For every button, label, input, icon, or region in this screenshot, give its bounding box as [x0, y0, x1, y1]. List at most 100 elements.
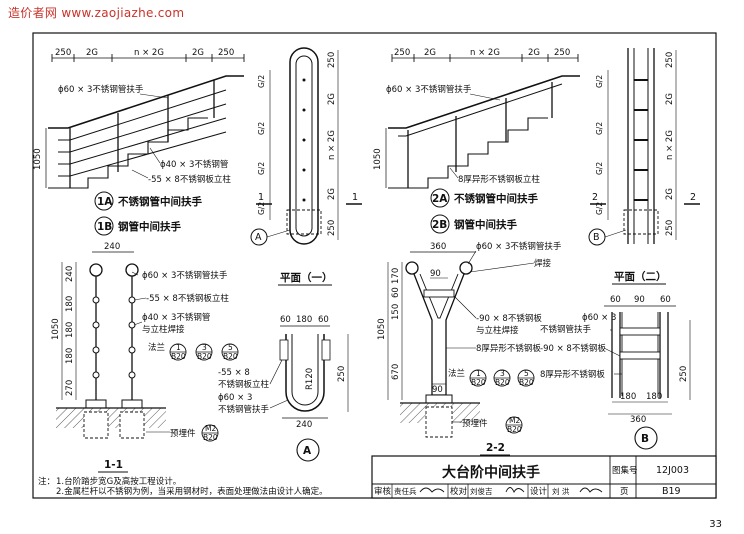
design-name: 刘 洪 — [552, 486, 570, 496]
section-2-2: 360 90 90 1050 170 60 150 670 ϕ60 × 3不锈钢… — [377, 241, 562, 456]
atlas-label: 图集号 — [612, 465, 638, 476]
dim-2g: 2G — [528, 48, 540, 58]
note-1: 1.台阶踏步宽G及高按工程设计。 — [56, 476, 181, 487]
page-label: 页 — [620, 487, 629, 497]
dim-2g: 2G — [665, 93, 675, 105]
detail-tag-b: B — [593, 232, 600, 243]
dim-90: 90 — [432, 385, 443, 395]
label-flange: 法兰 — [448, 368, 465, 379]
elevation-2a: 250 2G n × 2G 2G 250 1050 ϕ60 × 3不锈钢管扶手 … — [373, 48, 580, 234]
dim-180: 180 — [646, 392, 662, 402]
page-number: 33 — [709, 519, 722, 530]
ref-5: 5 — [524, 369, 529, 378]
dim-g2: G/2 — [257, 75, 266, 88]
dim-n2g: n × 2G — [665, 130, 675, 160]
dim-90: 90 — [634, 295, 645, 305]
label-post-2: 不锈钢板立柱 — [218, 379, 270, 390]
note-2: 2.金属栏杆以不锈钢为例，当采用钢材时，表面处理做法由设计人确定。 — [56, 486, 328, 497]
dim-250: 250 — [337, 366, 347, 382]
dim-g2: G/2 — [595, 75, 604, 88]
section-mark: 1 — [352, 192, 358, 203]
ref-b20: B20 — [495, 378, 510, 387]
dim-2g: 2G — [86, 48, 98, 58]
ref-b20: B20 — [171, 352, 186, 361]
dim-g2: G/2 — [257, 162, 266, 175]
dim-2g: 2G — [665, 188, 675, 200]
ref-b20: B20 — [223, 352, 238, 361]
dim-150: 150 — [391, 304, 401, 320]
sheet-title: 大台阶中间扶手 — [442, 464, 540, 481]
dim-n2g: n × 2G — [470, 48, 500, 58]
dim-1050: 1050 — [33, 148, 43, 170]
dim-250: 250 — [665, 220, 675, 236]
label-plate: -90 × 8不锈钢板 — [540, 343, 606, 354]
design-label: 设计 — [530, 486, 548, 497]
section-mark: 2 — [592, 192, 598, 203]
dim-g2: G/2 — [595, 202, 604, 215]
label-handrail: ϕ60 × 3不锈钢管扶手 — [58, 84, 144, 95]
detail-b: 60 90 60 250 180 180 360 ϕ60 × 3 不锈钢管扶手 … — [540, 295, 691, 450]
label-post: -55 × 8不锈钢板立柱 — [148, 174, 231, 185]
embed-ref-top: M2 — [205, 424, 216, 433]
embed-ref-top: M2 — [509, 416, 520, 425]
dim-g2: G/2 — [595, 122, 604, 135]
review-sign: 责任兵 — [394, 486, 417, 496]
tag-2a: 2A — [432, 193, 448, 205]
dim-250: 250 — [327, 220, 337, 236]
dim-60: 60 — [660, 295, 671, 305]
caption-2a: 不锈钢管中间扶手 — [454, 192, 538, 205]
dim-250: 250 — [554, 48, 570, 58]
dim-270: 270 — [65, 380, 75, 396]
ref-5: 5 — [228, 343, 233, 352]
label-embed: 预埋件 — [462, 418, 488, 429]
caption-1a: 不锈钢管中间扶手 — [118, 195, 202, 208]
section-mark: 2 — [690, 192, 696, 203]
dim-180: 180 — [296, 315, 312, 325]
label-weld: 焊接 — [534, 258, 552, 269]
ref-b20: B20 — [471, 378, 486, 387]
detail-b-tag: B — [641, 433, 649, 445]
label-pipe-2: 不锈钢管扶手 — [218, 404, 270, 415]
caption-1b: 钢管中间扶手 — [118, 220, 181, 233]
dim-250: 250 — [679, 366, 689, 382]
design-signature — [579, 487, 603, 493]
dim-90: 90 — [430, 269, 441, 279]
label-pipe-1: ϕ60 × 3 — [218, 393, 252, 403]
label-handrail: ϕ60 × 3不锈钢管扶手 — [142, 270, 228, 281]
dim-g2: G/2 — [257, 202, 266, 215]
notes: 注： 1.台阶踏步宽G及高按工程设计。 2.金属栏杆以不锈钢为例，当采用钢材时，… — [38, 476, 328, 497]
dim-240: 240 — [104, 242, 120, 252]
dim-170: 170 — [391, 268, 401, 284]
dim-180: 180 — [620, 392, 636, 402]
dim-60: 60 — [280, 315, 291, 325]
ref-3: 3 — [500, 369, 505, 378]
detail-a: 60 180 60 R120 250 240 -55 × 8 不锈钢板立柱 ϕ6… — [218, 315, 349, 462]
ref-3: 3 — [202, 343, 207, 352]
dim-r120: R120 — [305, 368, 315, 390]
dim-n2g: n × 2G — [327, 130, 337, 160]
section-1-1: 240 1050 240 180 180 180 270 ϕ60 × 3不锈钢管… — [51, 242, 239, 473]
dim-250: 250 — [55, 48, 71, 58]
check-name: 刘俊吉 — [470, 486, 493, 496]
section-2-2-title: 2-2 — [486, 442, 505, 454]
section-mark: 1 — [258, 192, 264, 203]
dim-n2g: n × 2G — [134, 48, 164, 58]
label-flange: 法兰 — [148, 342, 165, 353]
page-no: B19 — [662, 486, 681, 497]
dim-240: 240 — [296, 420, 312, 430]
review-signature — [419, 487, 445, 493]
title-block: 大台阶中间扶手 图集号 12J003 页 B19 审核 责任兵 校对 刘俊吉 设… — [371, 455, 717, 499]
dim-670: 670 — [391, 364, 401, 380]
dim-250: 250 — [665, 52, 675, 68]
label-pipe-1: ϕ40 × 3不锈钢管 — [142, 312, 210, 323]
label-post: 8厚异形不锈钢板 — [540, 369, 605, 380]
dim-g2: G/2 — [257, 122, 266, 135]
label-embed: 预埋件 — [170, 428, 196, 439]
dim-250: 250 — [394, 48, 410, 58]
dim-240: 240 — [65, 266, 75, 282]
label-pipe-2: 与立柱焊接 — [142, 324, 185, 335]
plan-2: G/2 G/2 G/2 G/2 250 2G n × 2G 2G 250 2 2… — [588, 48, 700, 285]
label-post: 8厚异形不锈钢板 — [476, 343, 541, 354]
watermark: 造价者网 www.zaojiazhe.com — [8, 6, 185, 20]
dim-250: 250 — [327, 52, 337, 68]
